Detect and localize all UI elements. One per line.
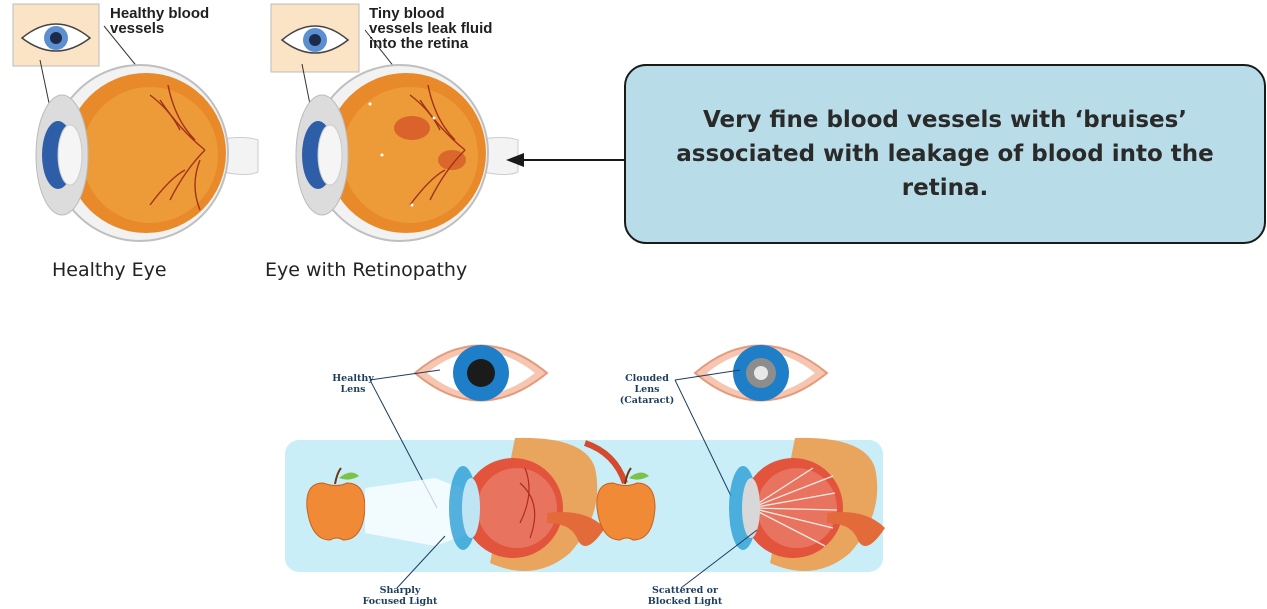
- scattered-light-label: Scattered or Blocked Light: [640, 585, 730, 607]
- callout-text: Very fine blood vessels with ‘bruises’ a…: [656, 103, 1234, 205]
- healthy-lens-label: Healthy Lens: [330, 373, 376, 395]
- clouded-lens-label: Clouded Lens (Cataract): [614, 373, 680, 406]
- healthy-eye-illustration: [0, 0, 260, 250]
- healthy-vessels-label: Healthy blood vessels: [110, 6, 209, 36]
- sharp-light-label: Sharply Focused Light: [355, 585, 445, 607]
- leak-label: Tiny blood vessels leak fluid into the r…: [369, 6, 492, 51]
- retinopathy-eye-caption: Eye with Retinopathy: [265, 259, 467, 281]
- callout-arrow: [500, 150, 630, 170]
- healthy-eye-caption: Healthy Eye: [52, 259, 167, 281]
- cataract-comparison-diagram: [285, 318, 885, 608]
- callout-box: Very fine blood vessels with ‘bruises’ a…: [624, 64, 1266, 244]
